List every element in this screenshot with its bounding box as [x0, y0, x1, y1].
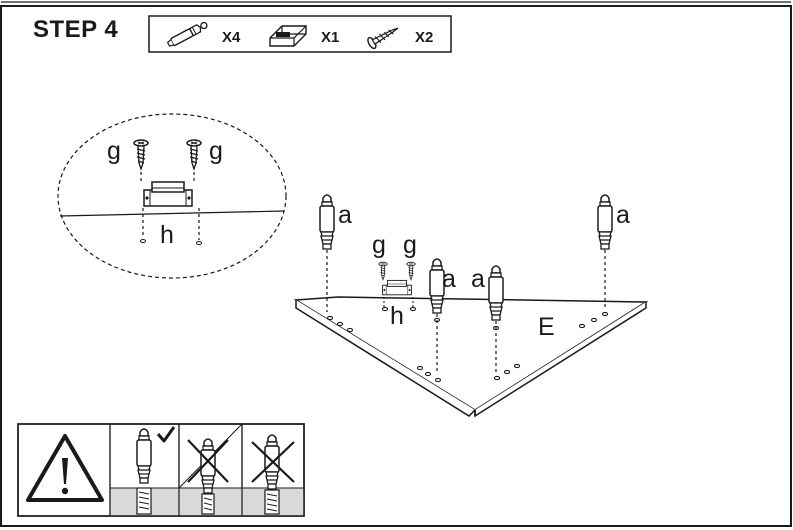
screw-icon [367, 27, 399, 50]
label-g-left: g [107, 137, 121, 165]
panel-e: E [293, 296, 649, 418]
detail-callout: g g h [57, 113, 287, 279]
catch-detail [143, 181, 193, 207]
label-a-1: a [338, 201, 352, 229]
warning-triangle-icon [26, 434, 104, 502]
magnetic-catch-icon [269, 25, 307, 47]
label-panel-e: E [538, 313, 555, 341]
correct-insertion [136, 426, 176, 515]
warning-panel [17, 423, 305, 517]
label-a-3: a [442, 265, 456, 293]
wrong-insertion-2 [251, 434, 295, 515]
label-g-right: g [209, 137, 223, 165]
label-a-2: a [616, 201, 630, 229]
screw-panel-right [406, 261, 416, 281]
cross-icon [251, 441, 295, 483]
dowel-pin-icon [166, 21, 208, 47]
dowel-pin-2 [597, 194, 613, 250]
dowel-qty: X4 [222, 29, 241, 46]
outer-border [0, 5, 792, 527]
dowel-pin-4 [488, 265, 504, 321]
dowel-pin-1 [319, 194, 335, 250]
label-g-panel-right: g [403, 231, 417, 259]
cross-icon [187, 439, 229, 483]
catch-panel [382, 279, 412, 296]
screw-detail-left [133, 139, 149, 170]
catch-qty: X1 [321, 29, 339, 46]
parts-box: X4 X1 X2 [148, 15, 452, 53]
checkmark-icon [156, 426, 176, 443]
screw-detail-right [186, 139, 202, 170]
label-h-panel: h [390, 302, 404, 330]
step-title: STEP 4 [33, 16, 119, 43]
screw-qty: X2 [415, 29, 433, 46]
screw-panel-left [378, 261, 388, 281]
label-a-4: a [471, 265, 485, 293]
label-g-panel-left: g [372, 231, 386, 259]
wrong-insertion-1 [178, 423, 243, 515]
label-h: h [160, 221, 174, 249]
